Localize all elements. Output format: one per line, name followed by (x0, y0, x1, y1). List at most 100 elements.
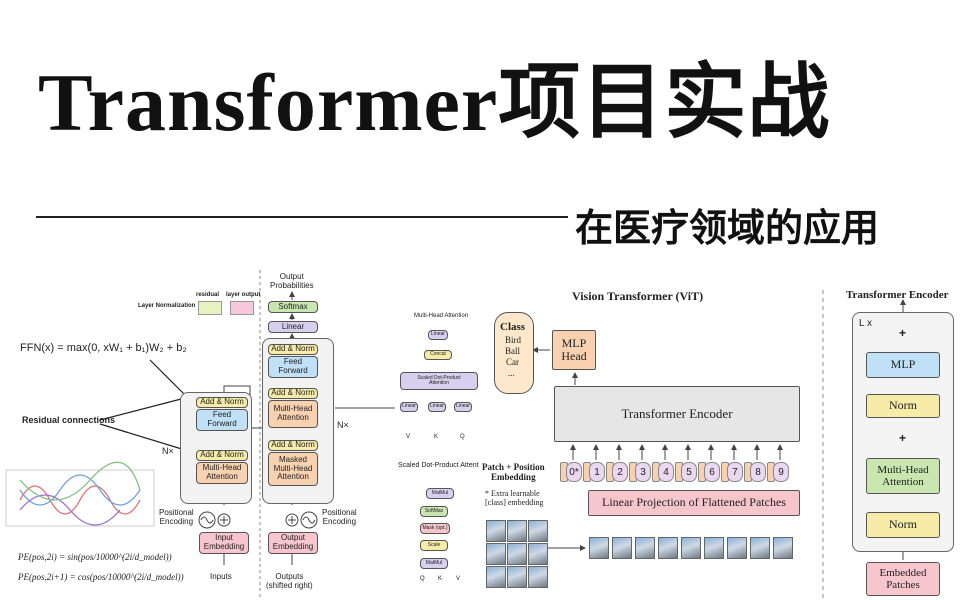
flattened-patch (773, 537, 793, 559)
mha-detail-title: Multi-Head Attention (414, 313, 469, 319)
mha-k-label: K (434, 434, 439, 440)
image-patch (507, 520, 527, 542)
vit-token-9: 9 (773, 462, 789, 482)
flattened-patch (589, 537, 609, 559)
decoder-softmax: Softmax (268, 301, 318, 313)
flattened-patch (727, 537, 747, 559)
vit-token-2: 2 (612, 462, 628, 482)
vit-patch-embedding-label: Patch + Position Embedding (482, 462, 545, 482)
encoder-block-mlp: MLP (866, 352, 940, 378)
outputs-label: Outputs (shifted right) (266, 572, 313, 590)
mha-linear-q: Linear (454, 402, 472, 412)
decoder-linear: Linear (268, 321, 318, 333)
sdpa-softmax: SoftMax (420, 506, 448, 517)
input-embedding: Input Embedding (199, 532, 249, 554)
encoder-block-multi-head-attention: Multi-Head Attention (866, 458, 940, 494)
vit-token-0: 0* (566, 462, 582, 482)
decoder-nx-label: N× (337, 420, 349, 430)
page-title: Transformer项目实战 (38, 57, 831, 148)
sdpa-matmul-top: MatMul (426, 488, 454, 499)
layer-normalization-label: Layer Normalization (138, 303, 196, 309)
mha-q-label: Q (460, 434, 465, 440)
decoder-feed-forward: Feed Forward (268, 356, 318, 378)
layer-output-label: layer output (226, 292, 261, 298)
vit-class-box (494, 312, 534, 394)
vit-token-8: 8 (750, 462, 766, 482)
mha-scaled-dot-product: Scaled Dot-Product Attention (400, 372, 478, 390)
vit-transformer-encoder: Transformer Encoder (554, 386, 800, 442)
encoder-multi-head-attention: Multi-Head Attention (196, 462, 248, 484)
image-patch (528, 566, 548, 588)
mha-linear-top: Linear (428, 330, 448, 340)
mha-linear-v: Linear (400, 402, 418, 412)
mha-concat: Concat (424, 350, 452, 360)
layer-output-grid (230, 301, 254, 315)
vit-class-ellipsis: ... (508, 368, 515, 378)
sdpa-matmul-bottom: MatMul (420, 558, 448, 569)
decoder-add-norm-1: Add & Norm (268, 344, 318, 355)
sdpa-k-label: K (438, 576, 443, 582)
decoder-add-norm-3: Add & Norm (268, 440, 318, 451)
flattened-patch (704, 537, 724, 559)
ffn-formula: FFN(x) = max(0, xW₁ + b₁)W₂ + b₂ (20, 342, 187, 354)
decoder-add-norm-2: Add & Norm (268, 388, 318, 399)
encoder-feed-forward: Feed Forward (196, 409, 248, 431)
sdpa-title: Scaled Dot-Product Attent (398, 462, 479, 469)
residual-label: residual (196, 292, 220, 298)
page-subtitle: 在医疗领域的应用 (575, 206, 880, 250)
image-patch (528, 520, 548, 542)
decoder-multi-head-attention: Multi-Head Attention (268, 400, 318, 428)
image-patch (486, 566, 506, 588)
encoder-block-norm-top: Norm (866, 394, 940, 418)
vit-token-5: 5 (681, 462, 697, 482)
vit-token-3: 3 (635, 462, 651, 482)
vit-token-1: 1 (589, 462, 605, 482)
encoder-block-embedded-patches: Embedded Patches (866, 562, 940, 596)
sdpa-mask: Mask (opt.) (420, 523, 450, 534)
flattened-patch (635, 537, 655, 559)
flattened-patch (681, 537, 701, 559)
image-patch (486, 543, 506, 565)
title-divider (36, 216, 568, 218)
vit-linear-projection: Linear Projection of Flattened Patches (588, 490, 800, 516)
encoder-add-norm-top: Add & Norm (196, 397, 248, 408)
positional-encoding-right: Positional Encoding (322, 508, 357, 526)
sdpa-q-label: Q (420, 576, 425, 582)
flattened-patch (750, 537, 770, 559)
sdpa-scale: Scale (420, 540, 448, 551)
encoder-nx-label: N× (162, 446, 174, 456)
vit-class-bird: Bird (505, 335, 522, 345)
image-patch (507, 566, 527, 588)
plus-icon: + (899, 326, 907, 340)
residual-connections-label: Residual connections (22, 415, 116, 425)
mha-v-label: V (406, 434, 411, 440)
pe-cos-formula: PE(pos,2i+1) = cos(pos/10000^(2i/d_model… (18, 572, 184, 582)
flattened-patch (658, 537, 678, 559)
inputs-label: Inputs (210, 572, 232, 581)
vit-token-7: 7 (727, 462, 743, 482)
vit-class-ball: Ball (505, 346, 520, 356)
vit-token-4: 4 (658, 462, 674, 482)
output-probabilities-label: Output Probabilities (270, 272, 314, 290)
vit-mlp-head: MLP Head (552, 330, 596, 370)
sdpa-v-label: V (456, 576, 461, 582)
encoder-block-norm-bottom: Norm (866, 512, 940, 538)
pe-sin-formula: PE(pos,2i) = sin(pos/10000^(2i/d_model)) (18, 552, 172, 562)
image-patch (507, 543, 527, 565)
vit-class-car: Car (506, 357, 519, 367)
vit-extra-learnable-label: * Extra learnable [class] embedding (485, 489, 544, 507)
encoder-block-lx: L x (859, 318, 872, 329)
output-embedding: Output Embedding (268, 532, 318, 554)
flattened-patch (612, 537, 632, 559)
plus-icon: + (899, 431, 907, 445)
vit-class-label: Class (500, 321, 526, 333)
decoder-masked-multi-head-attention: Masked Multi-Head Attention (268, 452, 318, 486)
image-patch (486, 520, 506, 542)
residual-grid (198, 301, 222, 315)
vit-title: Vision Transformer (ViT) (572, 289, 704, 303)
mha-linear-k: Linear (428, 402, 446, 412)
vit-token-6: 6 (704, 462, 720, 482)
encoder-block-title: Transformer Encoder (846, 289, 949, 301)
image-patch (528, 543, 548, 565)
